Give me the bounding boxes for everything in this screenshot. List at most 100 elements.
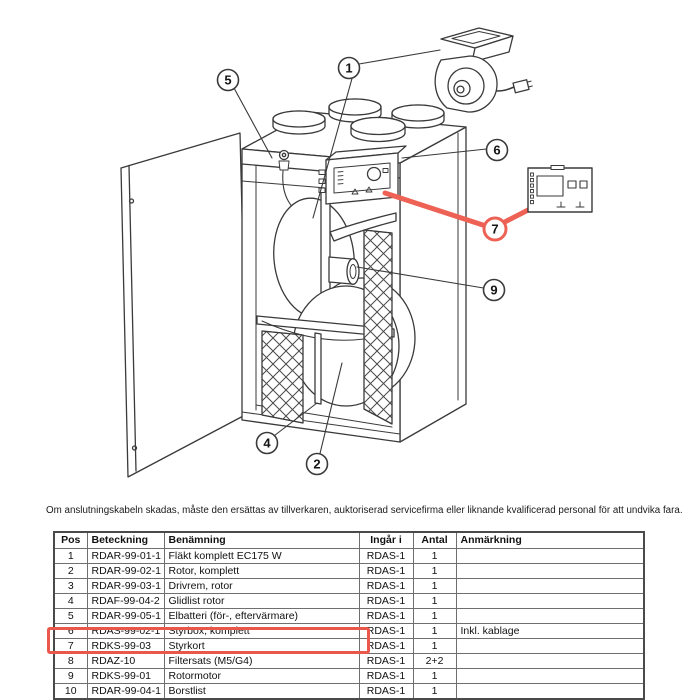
table-cell <box>455 683 645 700</box>
table-cell: RDAS-1 <box>358 548 414 564</box>
circuit-board <box>527 164 593 213</box>
table-cell: RDAS-1 <box>358 668 414 684</box>
header-antal: Antal <box>412 531 457 549</box>
svg-text:5: 5 <box>224 73 231 88</box>
table-cell <box>455 668 645 684</box>
table-cell: RDKS-99-01 <box>86 668 165 684</box>
table-cell <box>455 608 645 624</box>
svg-text:9: 9 <box>490 283 497 298</box>
table-header-row: Pos Beteckning Benämning Ingår i Antal A… <box>53 531 645 549</box>
table-cell: RDAS-1 <box>358 593 414 609</box>
control-knob <box>366 166 382 182</box>
table-cell: RDAS-1 <box>358 608 414 624</box>
svg-text:1: 1 <box>345 61 352 76</box>
table-cell <box>455 653 645 669</box>
table-cell: 1 <box>53 548 88 564</box>
table-cell: 1 <box>412 668 457 684</box>
table-cell: Rotormotor <box>163 668 360 684</box>
table-cell <box>455 563 645 579</box>
table-cell: RDAR-99-01-1 <box>86 548 165 564</box>
table-cell: 1 <box>412 548 457 564</box>
table-cell: RDAR-99-05-1 <box>86 608 165 624</box>
table-cell <box>455 548 645 564</box>
table-cell: Glidlist rotor <box>163 593 360 609</box>
table-cell <box>455 593 645 609</box>
table-cell: 4 <box>53 593 88 609</box>
table-cell: Rotor, komplett <box>163 563 360 579</box>
table-cell: Elbatteri (för-, eftervärmare) <box>163 608 360 624</box>
fan-assembly <box>434 27 533 113</box>
table-cell: 1 <box>412 638 457 654</box>
header-anmarkning: Anmärkning <box>455 531 645 549</box>
svg-text:2: 2 <box>313 457 320 472</box>
table-cell: RDAS-1 <box>358 563 414 579</box>
table-cell: RDAS-1 <box>358 653 414 669</box>
table-cell: Styrkort <box>163 638 360 654</box>
table-cell: RDAS-1 <box>358 683 414 700</box>
table-cell: 8 <box>53 653 88 669</box>
glidlist-strip <box>314 332 322 405</box>
table-cell: RDAR-99-03-1 <box>86 578 165 594</box>
table-cell: 2+2 <box>412 653 457 669</box>
table-cell: Filtersats (M5/G4) <box>163 653 360 669</box>
table-cell: Drivrem, rotor <box>163 578 360 594</box>
duct-collar <box>391 104 445 129</box>
callout-4: 4 <box>255 431 279 455</box>
table-cell <box>455 638 645 654</box>
safety-caption: Om anslutningskabeln skadas, måste den e… <box>46 505 683 516</box>
table-cell: 10 <box>53 683 88 700</box>
header-benamning: Benämning <box>163 531 360 549</box>
table-cell: 5 <box>53 608 88 624</box>
svg-text:4: 4 <box>263 436 271 451</box>
table-cell <box>455 578 645 594</box>
callout-7-highlighted: 7 <box>482 216 508 242</box>
table-cell: Inkl. kablage <box>455 623 645 639</box>
table-cell: 1 <box>412 563 457 579</box>
callout-5: 5 <box>216 68 240 92</box>
table-cell: 1 <box>412 623 457 639</box>
table-cell: RDAF-99-04-2 <box>86 593 165 609</box>
table-cell: RDAZ-10 <box>86 653 165 669</box>
parts-table: Pos Beteckning Benämning Ingår i Antal A… <box>53 531 645 700</box>
duct-collars <box>272 98 445 143</box>
table-cell: 1 <box>412 593 457 609</box>
bypass-duct <box>329 212 397 242</box>
duct-collar <box>350 116 406 143</box>
table-cell: 1 <box>412 578 457 594</box>
table-cell: Styrbox, komplett <box>163 623 360 639</box>
table-cell: 3 <box>53 578 88 594</box>
duct-collar <box>272 110 326 135</box>
table-cell: 1 <box>412 608 457 624</box>
header-ingar-i: Ingår i <box>358 531 414 549</box>
table-cell: 9 <box>53 668 88 684</box>
callout-6: 6 <box>485 138 509 162</box>
table-cell: Fläkt komplett EC175 W <box>163 548 360 564</box>
table-cell: RDAS-1 <box>358 578 414 594</box>
callout-9: 9 <box>482 278 506 302</box>
table-cell: RDKS-99-03 <box>86 638 165 654</box>
table-cell: Borstlist <box>163 683 360 700</box>
table-cell: 7 <box>53 638 88 654</box>
control-box <box>318 145 407 205</box>
svg-text:6: 6 <box>493 143 500 158</box>
fan-cable <box>496 79 533 94</box>
rotor-motor <box>328 256 360 285</box>
table-cell: RDAS-1 <box>358 638 414 654</box>
callout-2: 2 <box>305 452 329 476</box>
cabinet-door <box>120 132 248 478</box>
svg-text:7: 7 <box>491 222 498 237</box>
cabinet-interior <box>256 149 416 425</box>
filter-panels <box>261 229 393 425</box>
header-beteckning: Beteckning <box>86 531 165 549</box>
exploded-parts-diagram: 5 1 6 7 9 4 2 <box>120 27 593 478</box>
